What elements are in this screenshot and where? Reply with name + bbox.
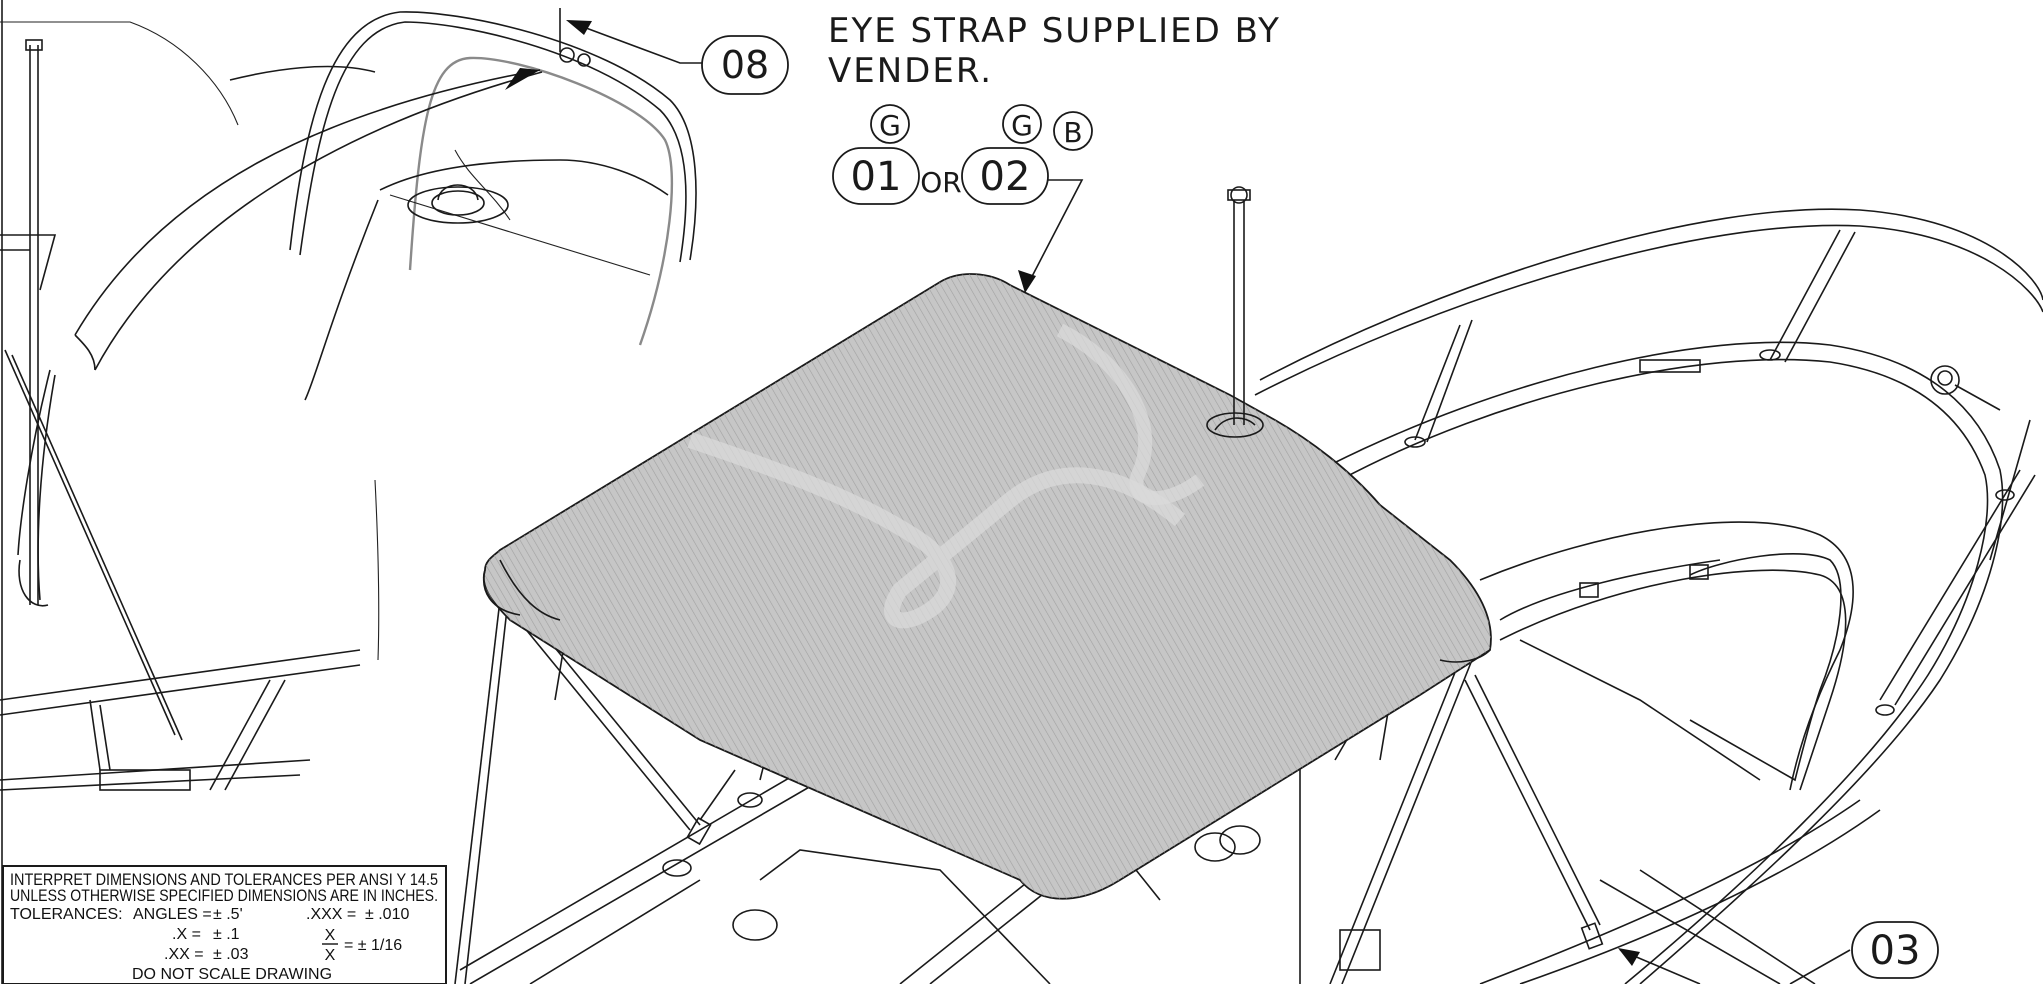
fraction-bottom: X bbox=[325, 947, 336, 964]
tolerance-block: INTERPRET DIMENSIONS AND TOLERANCES PER … bbox=[2, 865, 447, 984]
fraction-value: = ± 1/16 bbox=[344, 937, 402, 954]
xx-value: ± .03 bbox=[213, 946, 249, 963]
tolerance-line-1: INTERPRET DIMENSIONS AND TOLERANCES PER … bbox=[10, 870, 438, 889]
balloon-03-label: 03 bbox=[1870, 928, 1921, 974]
tolerance-line-2: UNLESS OTHERWISE SPECIFIED DIMENSIONS AR… bbox=[10, 886, 438, 905]
antenna-pole bbox=[1227, 186, 1251, 425]
balloon-01-label: 01 bbox=[851, 154, 902, 200]
balloon-g-1-label: G bbox=[879, 109, 901, 142]
vendor-note: EYE STRAP SUPPLIED BY VENDER. bbox=[828, 11, 1281, 91]
x-value: ± .1 bbox=[213, 926, 240, 943]
left-details bbox=[0, 39, 361, 791]
balloon-b: B bbox=[1053, 111, 1093, 151]
angles-value: ± .5' bbox=[213, 906, 243, 923]
bimini-canopy bbox=[482, 273, 1492, 900]
balloon-g-2: G bbox=[1002, 104, 1042, 144]
balloon-g-1: G bbox=[870, 104, 910, 144]
balloon-01: 01 bbox=[832, 147, 920, 205]
angles-label: ANGLES = bbox=[133, 906, 212, 923]
tolerances-label: TOLERANCES: bbox=[10, 906, 123, 923]
xxx-label: .XXX = bbox=[306, 906, 356, 923]
balloon-b-label: B bbox=[1063, 116, 1082, 149]
note-line-2: VENDER. bbox=[828, 51, 993, 91]
balloon-08-label: 08 bbox=[721, 43, 769, 87]
or-label: OR bbox=[920, 166, 962, 199]
detail-view bbox=[0, 8, 697, 661]
xxx-value: ± .010 bbox=[365, 906, 409, 923]
balloon-03: 03 bbox=[1851, 921, 1939, 979]
balloon-g-2-label: G bbox=[1011, 109, 1033, 142]
balloon-02: 02 bbox=[961, 147, 1049, 205]
xx-label: .XX = bbox=[164, 946, 204, 963]
do-not-scale: DO NOT SCALE DRAWING bbox=[132, 966, 332, 983]
balloon-08: 08 bbox=[701, 35, 789, 95]
leader-lines bbox=[566, 20, 1851, 984]
balloon-02-label: 02 bbox=[980, 154, 1031, 200]
note-line-1: EYE STRAP SUPPLIED BY bbox=[828, 11, 1281, 51]
x-label: .X = bbox=[172, 926, 201, 943]
fraction-top: X bbox=[325, 927, 336, 944]
